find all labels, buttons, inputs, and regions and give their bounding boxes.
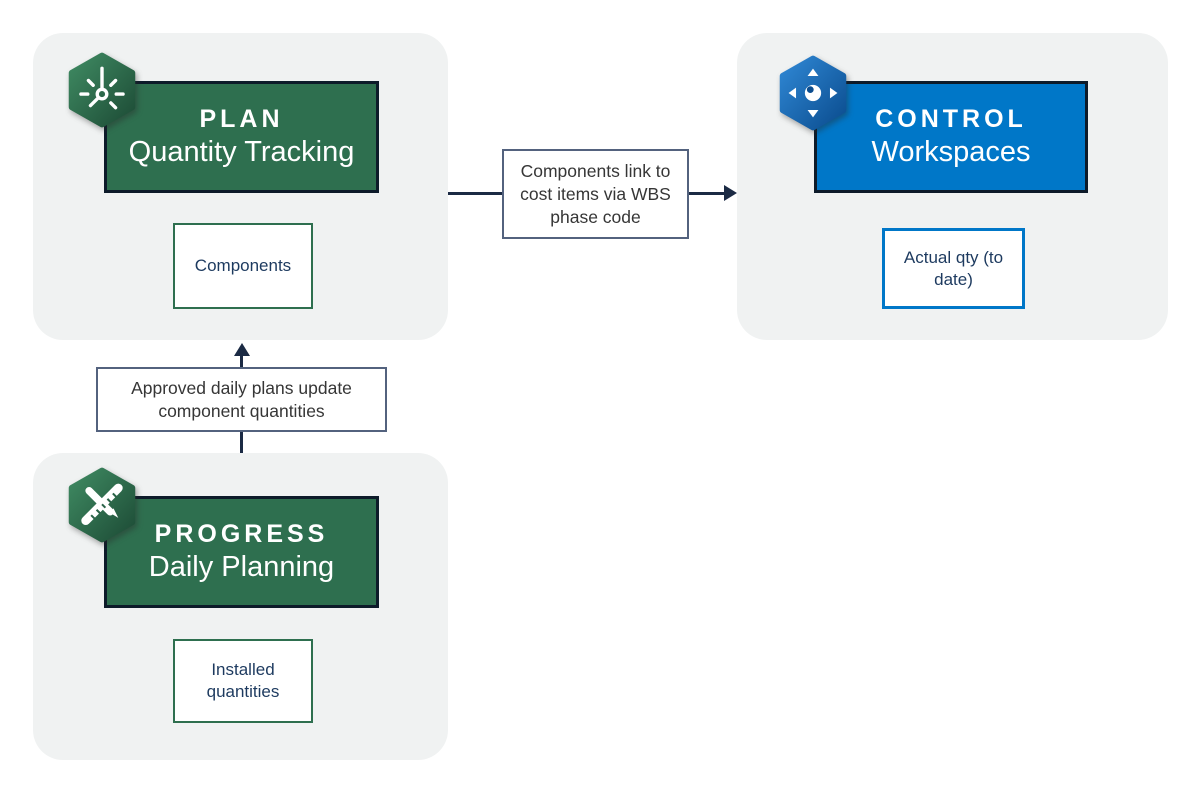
pan-view-icon [779, 55, 847, 131]
plan-title: PLAN [199, 105, 284, 133]
control-subtitle: Workspaces [871, 136, 1031, 168]
progress-hexagon-badge [68, 467, 136, 548]
progress-to-plan-line-top [240, 354, 243, 367]
installed-quantities-label: Installed quantities [206, 660, 280, 701]
plan-to-control-label-text: Components link to cost items via WBS ph… [520, 160, 671, 227]
progress-subtitle: Daily Planning [148, 551, 335, 583]
plan-title-box: PLAN Quantity Tracking [104, 81, 379, 193]
clock-rays-icon [68, 52, 136, 128]
actual-qty-box: Actual qty (to date) [882, 228, 1025, 309]
components-box: Components [173, 223, 313, 309]
plan-hexagon-badge [68, 52, 136, 133]
plan-subtitle: Quantity Tracking [128, 136, 355, 168]
actual-qty-label: Actual qty (to date) [903, 247, 1004, 289]
plan-to-control-line-left [448, 192, 502, 195]
plan-to-control-label: Components link to cost items via WBS ph… [502, 149, 689, 239]
ruler-pencil-icon [68, 467, 136, 543]
components-label: Components [194, 256, 292, 275]
progress-title: PROGRESS [154, 520, 329, 548]
installed-quantities-box: Installed quantities [173, 639, 313, 723]
progress-to-plan-label: Approved daily plans update component qu… [96, 367, 387, 432]
arrowhead-up-icon [234, 343, 250, 356]
plan-to-control-line-right [689, 192, 724, 195]
control-hexagon-badge [779, 55, 847, 136]
progress-to-plan-label-text: Approved daily plans update component qu… [131, 377, 352, 421]
control-title: CONTROL [875, 105, 1027, 133]
progress-title-box: PROGRESS Daily Planning [104, 496, 379, 608]
progress-to-plan-line-bottom [240, 432, 243, 453]
control-title-box: CONTROL Workspaces [814, 81, 1088, 193]
arrowhead-right-icon [724, 185, 737, 201]
